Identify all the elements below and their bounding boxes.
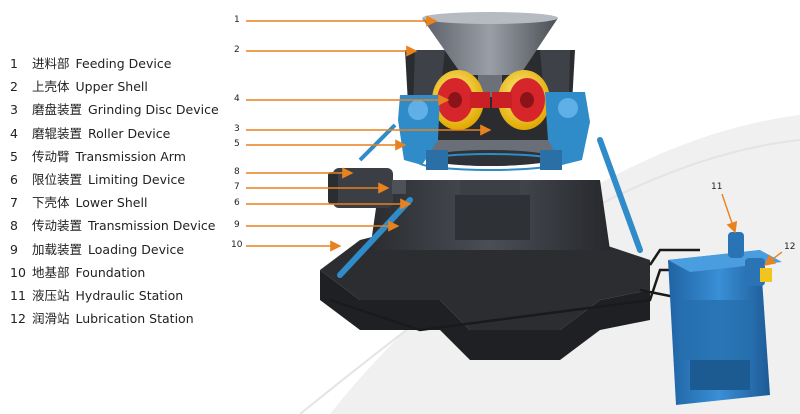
lower-shell <box>370 180 610 250</box>
legend-item-2: 2 上壳体 Upper Shell <box>10 75 240 98</box>
legend-item-english: Upper Shell <box>75 79 148 95</box>
legend-item-1: 1 进料部 Feeding Device <box>10 52 240 75</box>
hydraulic-station <box>668 232 782 405</box>
legend-item-chinese: 液压站 <box>32 287 70 303</box>
legend-item-english: Lubrication Station <box>75 311 194 327</box>
callout-7: 7 <box>234 182 240 192</box>
legend-item-chinese: 传动装置 <box>32 218 83 234</box>
legend-item-english: Feeding Device <box>75 56 172 71</box>
callout-10: 10 <box>231 240 243 250</box>
legend-item-chinese: 上壳体 <box>32 79 70 95</box>
leader-arrows <box>246 15 783 266</box>
loading-device <box>337 123 643 278</box>
arrow-11 <box>721 193 738 234</box>
callout-6: 6 <box>234 198 240 208</box>
legend-item-number: 4 <box>10 125 18 141</box>
legend: 1 进料部 Feeding Device 2 上壳体 Upper Shell 3 磨盘装置… <box>10 52 240 330</box>
callout-8: 8 <box>234 167 240 177</box>
callout-1: 1 <box>234 15 240 25</box>
legend-item-chinese: 加载装置 <box>32 241 83 257</box>
legend-item-number: 7 <box>10 195 18 211</box>
legend-item-11: 11 液压站 Hydraulic Station <box>10 284 240 307</box>
callout-4: 4 <box>234 94 240 104</box>
legend-item-chinese: 磨盘装置 <box>32 102 83 118</box>
transmission-arm-right <box>540 92 590 170</box>
legend-item-number: 12 <box>10 311 26 327</box>
legend-item-3: 3 磨盘装置 Grinding Disc Device <box>10 98 240 121</box>
callout-3: 3 <box>234 124 240 134</box>
legend-item-chinese: 地基部 <box>32 264 70 280</box>
legend-item-12: 12 润滑站 Lubrication Station <box>10 307 240 330</box>
arrow-12 <box>763 251 783 266</box>
legend-item-english: Foundation <box>75 264 146 280</box>
legend-item-8: 8 传动装置 Transmission Device <box>10 214 240 237</box>
roller-left <box>432 70 490 130</box>
feeding-hopper <box>422 12 558 97</box>
legend-item-chinese: 传动臂 <box>32 148 70 164</box>
callout-12: 12 <box>784 242 796 252</box>
legend-item-chinese: 磨辊装置 <box>32 125 83 141</box>
legend-item-number: 8 <box>10 218 18 234</box>
legend-item-number: 11 <box>10 287 26 303</box>
legend-item-number: 1 <box>10 56 18 71</box>
legend-item-english: Grinding Disc Device <box>88 102 219 118</box>
legend-item-english: Lower Shell <box>75 195 148 211</box>
legend-item-number: 10 <box>10 264 26 280</box>
callout-9: 9 <box>234 220 240 230</box>
legend-item-chinese: 进料部 <box>32 56 70 71</box>
legend-item-10: 10 地基部 Foundation <box>10 261 240 284</box>
legend-item-chinese: 限位装置 <box>32 171 83 187</box>
legend-item-number: 6 <box>10 171 18 187</box>
legend-item-english: Limiting Device <box>88 171 186 187</box>
legend-item-number: 5 <box>10 148 18 164</box>
legend-item-4: 4 磨辊装置 Roller Device <box>10 122 240 145</box>
legend-item-9: 9 加载装置 Loading Device <box>10 238 240 261</box>
legend-item-chinese: 润滑站 <box>32 311 70 327</box>
legend-item-english: Transmission Arm <box>75 148 186 164</box>
legend-item-english: Hydraulic Station <box>75 287 184 303</box>
callout-2: 2 <box>234 45 240 55</box>
roller-right <box>492 70 550 130</box>
legend-item-number: 2 <box>10 79 18 95</box>
legend-item-6: 6 限位装置 Limiting Device <box>10 168 240 191</box>
callout-5: 5 <box>234 139 240 149</box>
legend-item-7: 7 下壳体 Lower Shell <box>10 191 240 214</box>
legend-item-5: 5 传动臂 Transmission Arm <box>10 145 240 168</box>
legend-item-english: Transmission Device <box>88 218 216 234</box>
legend-item-number: 9 <box>10 241 18 257</box>
legend-item-number: 3 <box>10 102 18 118</box>
callout-11: 11 <box>711 182 723 192</box>
legend-item-chinese: 下壳体 <box>32 195 70 211</box>
foundation <box>320 225 650 360</box>
legend-item-english: Roller Device <box>88 125 171 141</box>
legend-item-english: Loading Device <box>88 241 185 257</box>
